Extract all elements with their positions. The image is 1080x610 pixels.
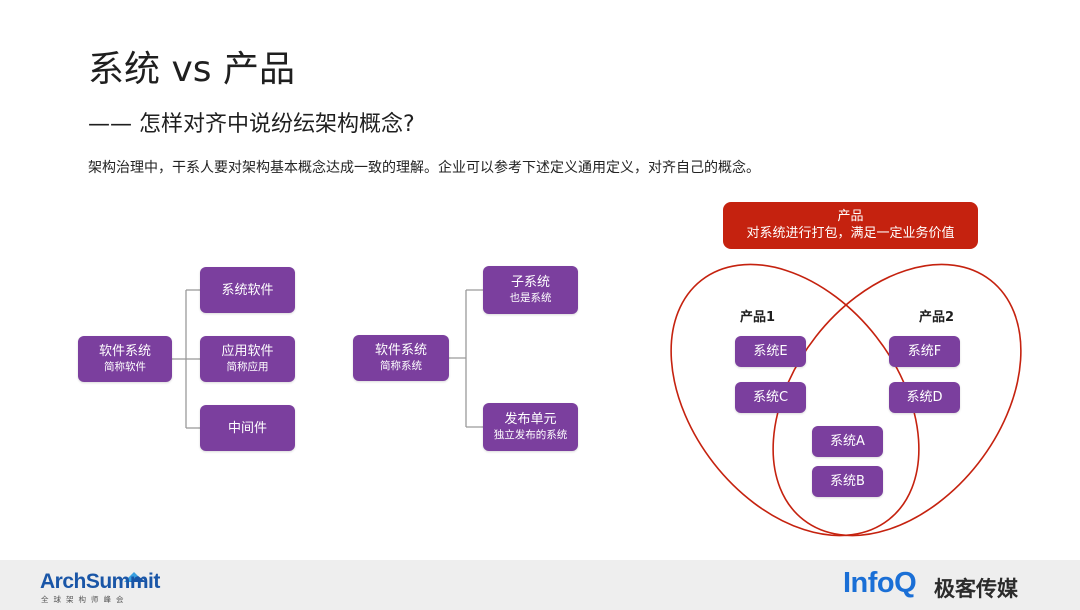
node-title: 软件系统 [98, 344, 151, 359]
node-title: 系统D [906, 390, 943, 405]
node-note: 简称系统 [380, 360, 422, 372]
product2-label: 产品2 [919, 310, 955, 325]
node-title: 系统F [907, 344, 942, 359]
system-a-node: 系统A [812, 426, 883, 457]
product-note: 对系统进行打包，满足一定业务价值 [746, 226, 955, 241]
node-title: 应用软件 [221, 344, 274, 359]
software-system-node: 软件系统 简称软件 [78, 336, 172, 382]
footer-bar [0, 560, 1080, 610]
slide-subtitle: —— 怎样对齐中说纷纭架构概念? [88, 112, 415, 137]
system-f-node: 系统F [889, 336, 960, 367]
node-title: 中间件 [227, 420, 267, 436]
software-system-root-node: 软件系统 简称系统 [353, 335, 449, 381]
archsummit-mountain-icon [124, 572, 146, 582]
slide-title: 系统 vs 产品 [88, 49, 295, 90]
product-title: 产品 [837, 209, 864, 224]
release-unit-node: 发布单元 独立发布的系统 [483, 403, 578, 451]
system-b-node: 系统B [812, 466, 883, 497]
middleware-node: 中间件 [200, 405, 295, 451]
node-title: 系统软件 [221, 282, 274, 298]
product-definition-box: 产品 对系统进行打包，满足一定业务价值 [723, 202, 978, 249]
node-title: 子系统 [510, 275, 550, 290]
subsystem-node: 子系统 也是系统 [483, 266, 578, 314]
node-title: 系统A [830, 434, 865, 449]
node-note: 独立发布的系统 [493, 429, 568, 441]
product1-label: 产品1 [740, 310, 776, 325]
node-title: 系统C [752, 390, 789, 405]
node-note: 简称应用 [226, 361, 269, 373]
node-title: 系统E [753, 344, 788, 359]
system-e-node: 系统E [735, 336, 806, 367]
diagram2-connectors [449, 289, 483, 428]
infoq-logo-cn: 极客传媒 [934, 577, 1018, 601]
archsummit-logo: ArchSummit [40, 570, 160, 593]
system-c-node: 系统C [735, 382, 806, 413]
archsummit-logo-sub: 全球架构师峰会 [41, 595, 129, 604]
node-note: 简称软件 [104, 361, 146, 373]
node-title: 系统B [830, 474, 865, 489]
diagram1-connectors [172, 289, 200, 429]
system-software-node: 系统软件 [200, 267, 295, 313]
node-title: 软件系统 [374, 343, 427, 358]
application-software-node: 应用软件 简称应用 [200, 336, 295, 382]
node-note: 也是系统 [509, 292, 552, 304]
system-d-node: 系统D [889, 382, 960, 413]
product-venn [670, 263, 1022, 537]
infoq-logo: InfoQ [843, 567, 917, 599]
node-title: 发布单元 [504, 412, 557, 427]
intro-text: 架构治理中，干系人要对架构基本概念达成一致的理解。企业可以参考下述定义通用定义，… [88, 160, 760, 176]
